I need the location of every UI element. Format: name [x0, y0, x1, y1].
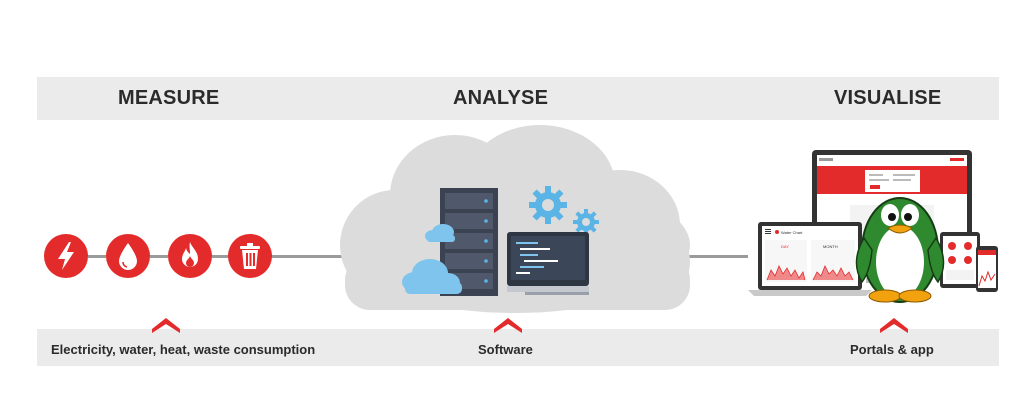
trash-bin-icon [240, 243, 260, 269]
connector-line [88, 255, 106, 258]
gear-icon [573, 209, 599, 235]
waste-meter [228, 234, 272, 278]
connector-line-to-cloud [270, 255, 350, 258]
laptop-tab-day: DAY [781, 244, 789, 249]
laptop-icon: Water Chart DAY MONTH [748, 222, 872, 296]
chevron-up-icon [152, 318, 180, 333]
tablet-icon [940, 232, 980, 288]
stage-header-band [37, 77, 999, 120]
stage-title-measure: MEASURE [118, 87, 220, 109]
gear-icon [529, 186, 567, 224]
connector-line [212, 255, 230, 258]
flame-icon [182, 242, 198, 267]
lightning-bolt-icon [58, 242, 74, 270]
stage-caption-band [37, 329, 999, 366]
small-cloud-icon [402, 259, 462, 294]
connector-line [150, 255, 168, 258]
stage-caption-measure: Electricity, water, heat, waste consumpt… [51, 342, 316, 357]
chevron-up-icon [880, 318, 908, 333]
connector-line-to-devices [686, 255, 748, 258]
code-monitor-icon [507, 232, 589, 295]
stage-caption-analyse: Software [478, 342, 533, 357]
water-drop-icon [119, 243, 137, 270]
stage-title-visualise: VISUALISE [834, 87, 942, 109]
laptop-brand-label: Water Chart [781, 230, 803, 235]
electricity-meter [44, 234, 88, 278]
small-cloud-icon [425, 224, 455, 242]
heat-meter [168, 234, 212, 278]
stage-caption-visualise: Portals & app [850, 342, 934, 357]
chevron-up-icon [494, 318, 522, 333]
stage-title-analyse: ANALYSE [453, 87, 549, 109]
penguin-mascot-icon [855, 197, 945, 303]
phone-icon [976, 246, 998, 292]
water-meter [106, 234, 150, 278]
laptop-tab-month: MONTH [823, 244, 838, 249]
